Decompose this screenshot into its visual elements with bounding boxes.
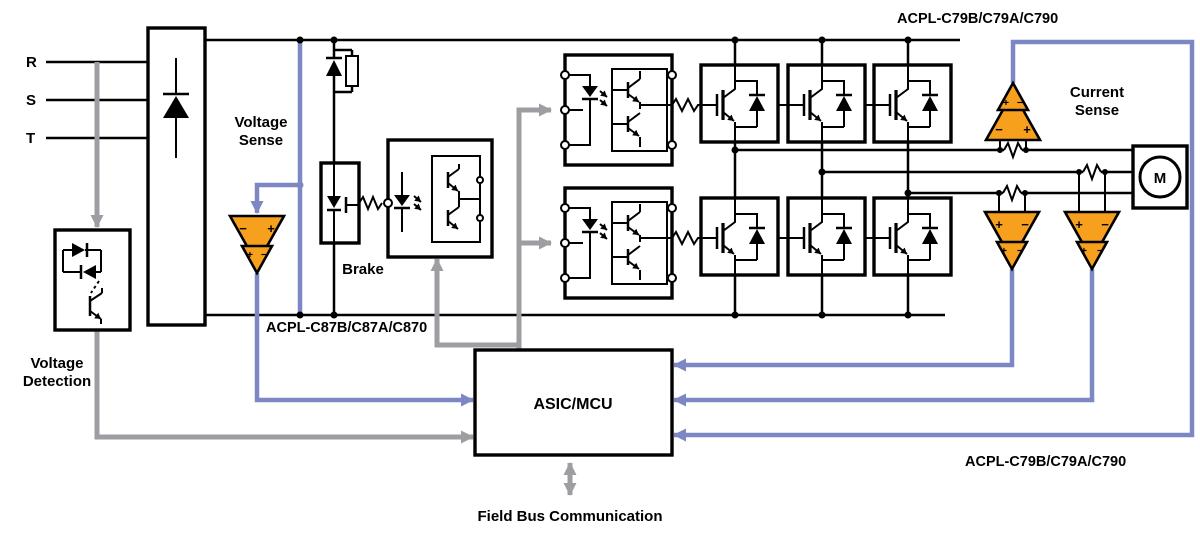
- igbt-block: [874, 65, 951, 142]
- gate-drive-signal-trunk: [516, 103, 552, 350]
- acpl-current-part-label-bottom: ACPL-C79B/C79A/C790: [965, 454, 1126, 470]
- junction-dots: [296, 36, 1108, 319]
- minus-mark: −: [1101, 217, 1109, 232]
- motor-block: [1131, 144, 1189, 210]
- plus-mark: +: [1003, 97, 1009, 109]
- igbt-block: [701, 198, 778, 275]
- plus-mark: +: [1081, 245, 1087, 257]
- phase-s-label: S: [26, 92, 36, 109]
- voltage-detection-to-mcu-arrow: [94, 330, 474, 444]
- rectifier-block: [146, 26, 207, 327]
- minus-mark: −: [1097, 245, 1103, 257]
- current-sense-amplifier-v: [1063, 210, 1121, 271]
- gate-driver-block-bottom: [561, 188, 676, 298]
- shunt-resistor: [1002, 183, 1022, 203]
- brake-driver-block: [383, 138, 494, 259]
- gate-resistor: [671, 229, 701, 247]
- brake-gate-resistor: [358, 194, 383, 212]
- igbt-block: [788, 198, 865, 275]
- voltage-sense-amplifier: [228, 214, 286, 275]
- field-bus-label: Field Bus Communication: [477, 508, 662, 525]
- minus-mark: −: [1017, 97, 1023, 109]
- acpl-current-part-label-top: ACPL-C79B/C79A/C790: [897, 11, 1058, 27]
- phase-r-label: R: [26, 54, 37, 71]
- brake-drive-arrow: [430, 258, 519, 348]
- gate-driver-block-top: [561, 55, 676, 165]
- minus-mark: −: [261, 249, 267, 261]
- current-sense-label-line1: Current: [1070, 84, 1124, 101]
- voltage-sense-output: [254, 273, 474, 407]
- plus-mark: +: [1001, 245, 1007, 257]
- plus-mark: +: [267, 221, 275, 236]
- text-labels: R S T Voltage Detection Voltage Sense AC…: [23, 11, 1166, 525]
- current-sense-u-output: [673, 39, 1195, 442]
- current-sense-w-output: [673, 269, 1015, 372]
- voltage-detection-block: [53, 228, 132, 332]
- asic-mcu-block: [473, 348, 674, 457]
- minus-mark: −: [239, 221, 247, 236]
- minus-mark: −: [1021, 217, 1029, 232]
- plus-mark: +: [1075, 217, 1083, 232]
- brake-label: Brake: [342, 261, 384, 278]
- amplifier-polarity-marks: − + + − − + + − + − + − + − + −: [239, 97, 1109, 261]
- brake-resistor: [345, 55, 359, 87]
- voltage-sense-label-line2: Sense: [239, 132, 283, 149]
- shunt-resistor: [1003, 140, 1023, 160]
- plus-mark: +: [1023, 122, 1031, 137]
- voltage-detection-label-line1: Voltage: [30, 355, 83, 372]
- phase-t-label: T: [26, 130, 35, 147]
- dc-link-sense-line: [250, 40, 304, 315]
- acpl-voltage-part-label: ACPL-C87B/C87A/C870: [266, 320, 427, 336]
- current-sense-outputs: [673, 39, 1195, 442]
- current-sense-amplifier-w: [983, 210, 1041, 271]
- current-sense-v-output: [673, 269, 1095, 407]
- plus-mark: +: [995, 217, 1003, 232]
- minus-mark: −: [995, 122, 1003, 137]
- gate-resistor: [671, 96, 701, 114]
- igbt-block: [701, 65, 778, 142]
- plus-mark: +: [247, 249, 253, 261]
- voltage-detection-label-line2: Detection: [23, 373, 91, 390]
- motor-label: M: [1154, 170, 1167, 187]
- shunt-resistor: [1082, 162, 1102, 182]
- igbt-block: [788, 65, 865, 142]
- inverter-wiring: [671, 40, 910, 315]
- asic-mcu-label: ASIC/MCU: [533, 396, 612, 413]
- current-sense-label-line2: Sense: [1075, 102, 1119, 119]
- voltage-sense-label-line1: Voltage: [234, 114, 287, 131]
- brake-igbt-block: [319, 161, 383, 315]
- current-sense-amplifier-u: [984, 81, 1042, 142]
- minus-mark: −: [1017, 245, 1023, 257]
- brake-resistor-branch: [326, 40, 359, 163]
- igbt-block: [874, 198, 951, 275]
